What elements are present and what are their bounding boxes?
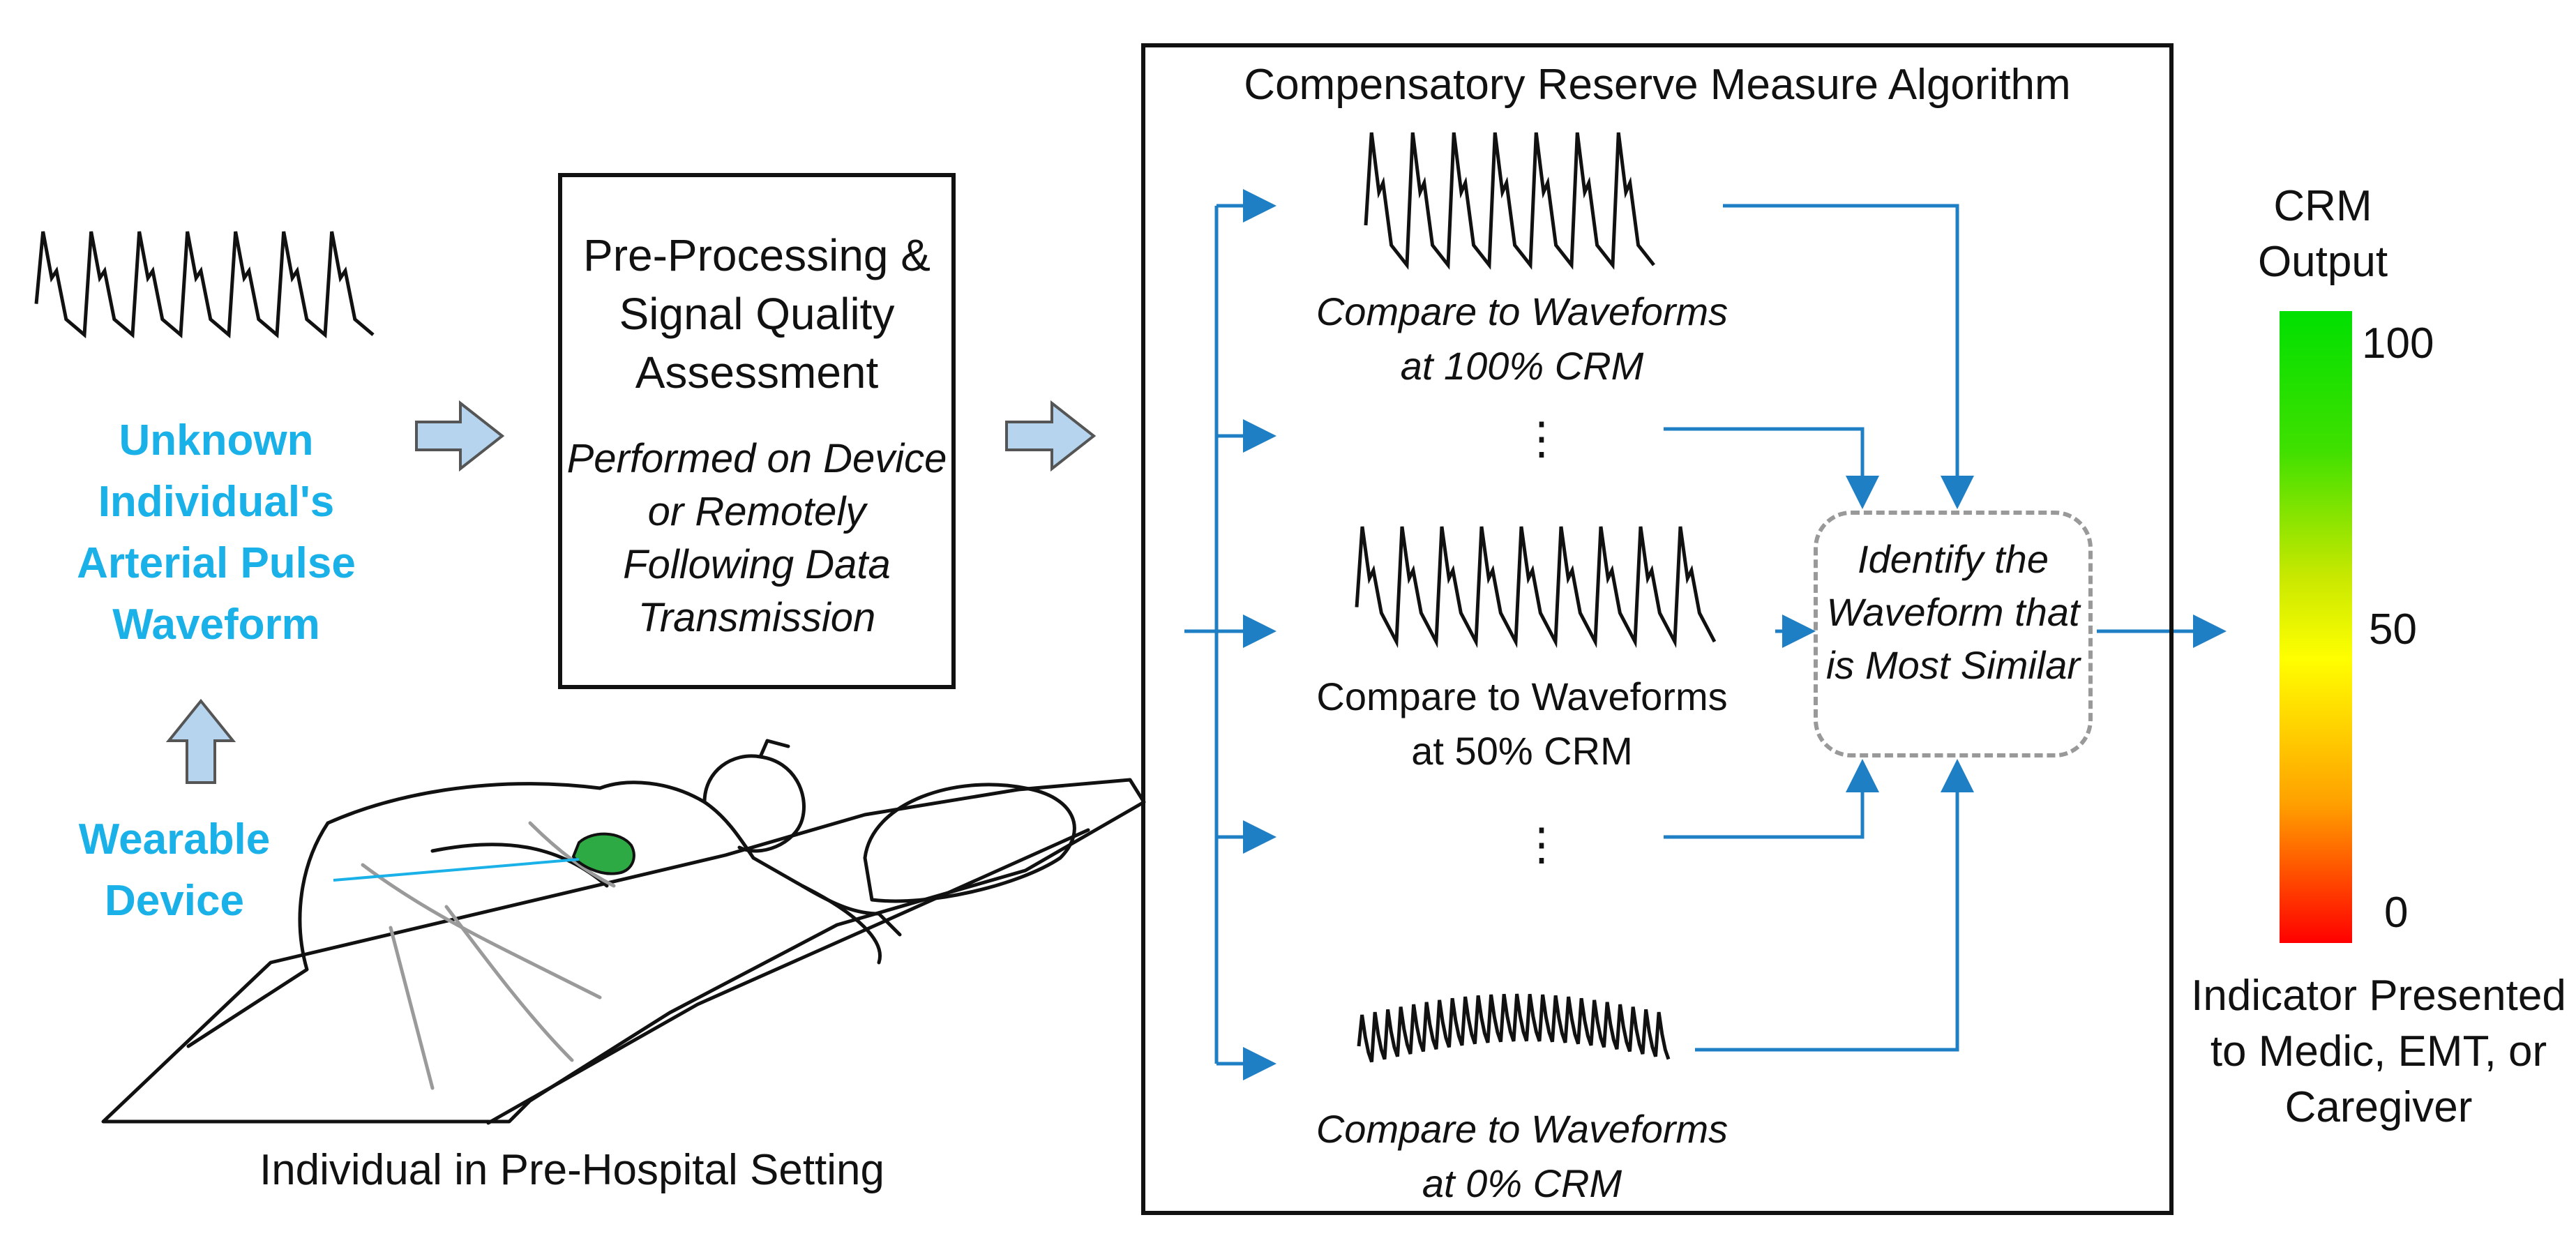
block-arrow-to-algorithm	[1005, 400, 1097, 472]
preprocessing-box: Pre-Processing & Signal Quality Assessme…	[558, 173, 956, 689]
pre-hospital-setting-label: Individual in Pre-Hospital Setting	[259, 1146, 885, 1194]
wearable-pointer-line	[333, 858, 580, 882]
compare-100-label: Compare to Waveforms at 100% CRM	[1316, 289, 1728, 388]
compare-50-label: Compare to Waveforms at 50% CRM	[1316, 674, 1728, 773]
crm-output-title: CRM Output	[2257, 182, 2388, 286]
block-arrow-up-to-waveform	[165, 698, 236, 784]
compare-0-label: Compare to Waveforms at 0% CRM	[1316, 1107, 1728, 1205]
input-waveform-label: Unknown Individual's Arterial Pulse Wave…	[77, 416, 356, 649]
block-arrow-to-preprocessing	[415, 400, 505, 472]
distribution-connectors	[1184, 189, 1276, 1080]
crm-tick-50: 50	[2369, 605, 2417, 654]
waveform-0-trace	[1357, 993, 1671, 1063]
input-waveform-trace	[34, 231, 375, 339]
preprocessing-subtitle: Performed on Device or Remotely Followin…	[566, 436, 947, 640]
crm-tick-100: 100	[2362, 319, 2434, 368]
ellipsis-upper: ⋮	[1519, 413, 1564, 463]
crm-algorithm-box: Compensatory Reserve Measure Algorithm	[1141, 43, 2174, 1215]
identify-most-similar-box: Identify the Waveform that is Most Simil…	[1814, 511, 2093, 757]
preprocessing-title: Pre-Processing & Signal Quality Assessme…	[583, 230, 931, 398]
crm-color-scale	[2280, 311, 2352, 943]
algorithm-title: Compensatory Reserve Measure Algorithm	[1244, 61, 2071, 109]
wearable-device-label: Wearable Device	[78, 815, 271, 925]
ellipsis-lower: ⋮	[1519, 819, 1564, 869]
wearable-device-patch	[571, 832, 635, 875]
indicator-label: Indicator Presented to Medic, EMT, or Ca…	[2191, 972, 2566, 1131]
compare-connectors	[1664, 204, 2227, 1052]
patient-illustration	[101, 739, 1146, 1125]
waveform-100-trace	[1364, 132, 1655, 270]
sheet-outline	[361, 821, 616, 1090]
waveform-50-trace	[1355, 526, 1717, 649]
crm-tick-0: 0	[2384, 889, 2409, 937]
identify-text: Identify the Waveform that is Most Simil…	[1825, 537, 2081, 687]
